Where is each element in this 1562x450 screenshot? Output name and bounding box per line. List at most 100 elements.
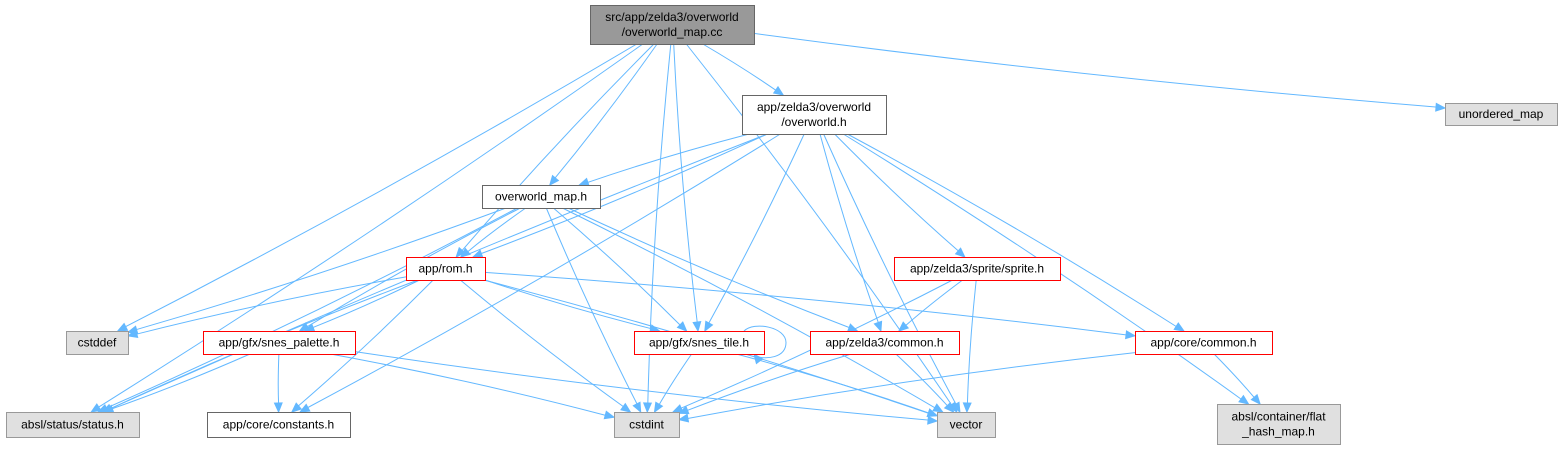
node-label-line: app/zelda3/sprite/sprite.h xyxy=(910,262,1044,276)
edge-arrowhead xyxy=(873,320,883,333)
node-label-line: cstdint xyxy=(629,418,664,432)
node-label-line: app/core/constants.h xyxy=(223,418,334,432)
edge-line xyxy=(647,43,672,405)
node-label-line: absl/container/flat xyxy=(1231,410,1326,424)
node-box xyxy=(810,331,960,355)
edge-arrowhead xyxy=(1173,322,1185,332)
edge-line xyxy=(330,353,607,416)
node-cstddef: cstddef xyxy=(66,331,129,355)
edge-line xyxy=(673,43,698,324)
edge-overworld-map-cc-to-cstdint xyxy=(642,43,672,414)
edge-arrowhead xyxy=(642,402,653,414)
edge-arrowhead xyxy=(290,402,303,413)
edge-line xyxy=(459,279,625,408)
edge-arrowhead xyxy=(1238,394,1250,405)
edge-arrowhead xyxy=(962,402,972,414)
node-label-line: src/app/zelda3/overworld xyxy=(605,10,738,24)
edge-line xyxy=(966,279,977,405)
edge-overworld-h-to-vector xyxy=(823,133,961,414)
edge-overworld-h-to-core-common-h xyxy=(847,133,1185,332)
node-cstdint: cstdint xyxy=(614,412,680,438)
node-label-line: /overworld.h xyxy=(781,115,846,129)
edge-rom-h-to-core-common-h xyxy=(484,271,1137,340)
edge-arrowhead xyxy=(951,401,961,414)
edge-overworld-map-h-to-rom-h xyxy=(459,207,526,258)
edge-arrowhead xyxy=(578,177,590,187)
node-label-line: app/gfx/snes_palette.h xyxy=(219,336,340,350)
edge-overworld-map-cc-to-overworld-h xyxy=(702,43,785,96)
edge-line xyxy=(135,207,507,331)
node-snes-tile-h[interactable]: app/gfx/snes_tile.h xyxy=(634,331,765,355)
edge-line xyxy=(466,207,526,253)
edge-overworld-map-h-to-zelda3-common-h xyxy=(567,207,859,332)
edge-arrowhead xyxy=(90,403,102,413)
edge-arrowhead xyxy=(676,321,688,332)
edge-line xyxy=(545,207,638,405)
edge-arrowhead xyxy=(273,402,283,414)
node-zelda3-common-h[interactable]: app/zelda3/common.h xyxy=(810,331,960,355)
node-overworld-map-h[interactable]: overworld_map.h xyxy=(482,185,601,209)
node-core-common-h[interactable]: app/core/common.h xyxy=(1135,331,1273,355)
node-unordered-map: unordered_map xyxy=(1445,103,1558,126)
edge-line xyxy=(124,43,637,328)
node-snes-palette-h[interactable]: app/gfx/snes_palette.h xyxy=(203,331,356,355)
edge-arrowhead xyxy=(459,247,471,258)
node-box xyxy=(1217,404,1341,445)
node-label-line: vector xyxy=(950,418,983,432)
edge-line xyxy=(135,276,407,335)
edge-overworld-h-to-sprite-h xyxy=(834,133,966,258)
edge-sprite-h-to-zelda3-common-h xyxy=(897,279,963,332)
node-label-line: app/zelda3/common.h xyxy=(825,336,943,350)
edge-arrowhead xyxy=(298,403,311,413)
edge-line xyxy=(111,353,251,410)
edge-snes-tile-h-to-cstdint xyxy=(653,353,693,414)
edge-line xyxy=(484,279,653,330)
edge-line xyxy=(553,207,682,326)
edge-overworld-map-cc-to-absl-status-h xyxy=(90,43,644,413)
edge-zelda3-common-h-to-vector xyxy=(895,353,955,413)
edge-sprite-h-to-vector xyxy=(962,279,977,414)
edge-rom-h-to-core-constants-h xyxy=(290,279,434,413)
edge-arrowhead xyxy=(927,415,939,425)
node-overworld-h[interactable]: app/zelda3/overworld/overworld.h xyxy=(742,95,887,135)
node-box xyxy=(6,412,140,438)
edge-arrowhead xyxy=(954,247,966,258)
node-box xyxy=(66,331,129,355)
edge-line xyxy=(484,271,1128,336)
node-core-constants-h[interactable]: app/core/constants.h xyxy=(207,412,351,438)
edge-line xyxy=(847,133,1178,328)
edge-rom-h-to-snes-tile-h xyxy=(484,279,661,334)
edge-overworld-map-h-to-snes-tile-h xyxy=(553,207,688,332)
node-label-line: overworld_map.h xyxy=(495,190,587,204)
node-label-line: _hash_map.h xyxy=(1241,425,1315,439)
edge-arrowhead xyxy=(1125,330,1137,340)
edge-overworld-h-to-snes-tile-h xyxy=(704,133,805,333)
edge-line xyxy=(297,279,434,407)
edge-line xyxy=(306,133,781,409)
node-label-line: cstddef xyxy=(78,336,117,350)
edge-line xyxy=(819,133,880,324)
edge-line xyxy=(702,43,777,92)
edge-overworld-map-cc-to-rom-h xyxy=(455,43,655,258)
node-rom-h[interactable]: app/rom.h xyxy=(406,257,486,281)
edge-arrowhead xyxy=(653,401,664,414)
edge-line xyxy=(686,353,852,412)
edge-line xyxy=(1213,353,1256,399)
node-box xyxy=(482,185,601,209)
node-vector: vector xyxy=(937,412,996,438)
node-box xyxy=(207,412,351,438)
edge-snes-palette-h-to-core-constants-h xyxy=(273,353,283,414)
node-box xyxy=(406,257,486,281)
edge-snes-palette-h-to-vector xyxy=(354,351,939,425)
node-sprite-h[interactable]: app/zelda3/sprite/sprite.h xyxy=(894,257,1061,281)
edge-arrowhead xyxy=(677,405,690,415)
edge-core-common-h-to-cstdint xyxy=(677,352,1136,423)
edge-line xyxy=(743,325,787,359)
node-box xyxy=(590,5,755,45)
node-label-line: unordered_map xyxy=(1459,107,1544,121)
edge-overworld-map-h-to-vector xyxy=(562,207,944,413)
edge-line xyxy=(567,207,851,329)
edge-rom-h-to-cstdint xyxy=(459,279,632,413)
edge-line xyxy=(686,352,1136,420)
